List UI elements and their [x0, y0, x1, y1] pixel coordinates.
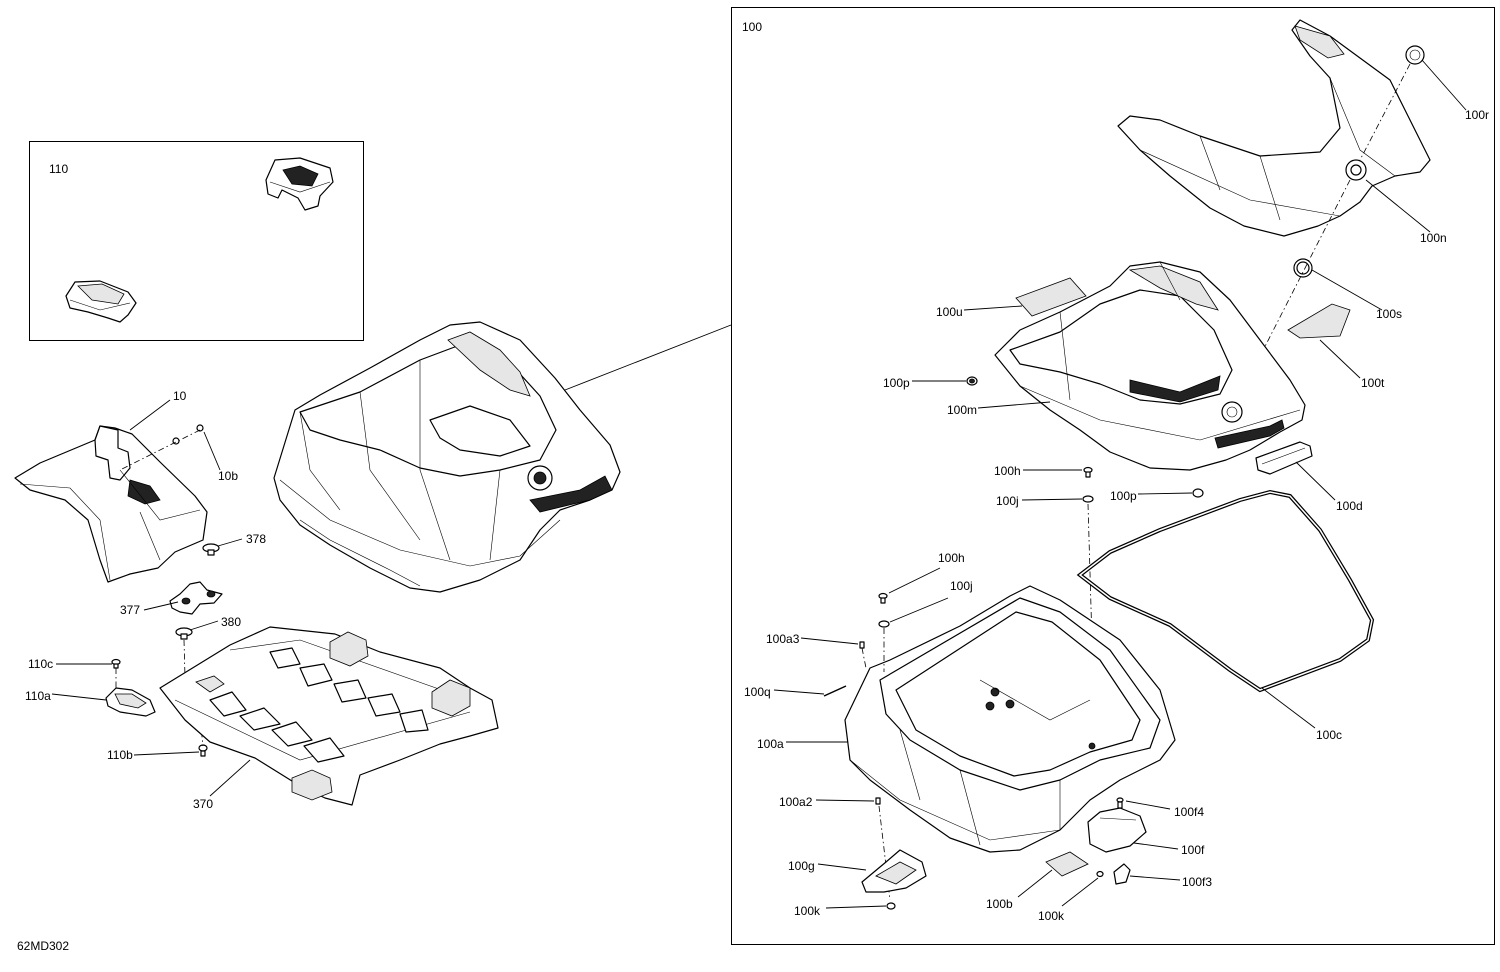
callout-110b: 110b — [107, 748, 133, 762]
callout-100r: 100r — [1465, 108, 1490, 122]
plate-handles — [195, 631, 471, 801]
callout-100q: 100q — [744, 685, 771, 699]
part-100p-grommet-left — [966, 376, 978, 386]
part-100d-handle — [1255, 441, 1313, 475]
part-377-clamp — [169, 581, 223, 615]
drawing-number: 62MD302 — [17, 939, 70, 953]
part-100j-washer-left — [878, 620, 890, 628]
part-100k-nut-right — [1096, 870, 1104, 878]
part-110-handle-top — [265, 157, 334, 211]
callout-100s: 100s — [1376, 307, 1403, 321]
callout-370: 370 — [193, 797, 214, 811]
callout-100a2: 100a2 — [779, 795, 813, 809]
callout-100h-left: 100h — [938, 551, 965, 565]
callout-100p-left: 100p — [883, 376, 910, 390]
inset-100-title: 100 — [742, 20, 763, 34]
callout-100k-left: 100k — [794, 904, 821, 918]
callout-100a: 100a — [757, 737, 784, 751]
part-100h-screw-left — [878, 592, 888, 604]
callout-377: 377 — [120, 603, 141, 617]
part-10b-screw — [196, 424, 204, 432]
callout-100f4: 100f4 — [1174, 805, 1205, 819]
callout-100b: 100b — [986, 897, 1013, 911]
callout-100n: 100n — [1420, 231, 1447, 245]
part-assembled-case — [273, 321, 621, 593]
part-100r-emblem — [1405, 45, 1425, 65]
callout-100f3: 100f3 — [1182, 875, 1213, 889]
part-110a-handle — [105, 687, 156, 717]
part-100a2-rivet — [875, 797, 881, 805]
callout-100h-top: 100h — [994, 464, 1021, 478]
part-100h-screw-top — [1083, 466, 1093, 478]
callout-100j-left: 100j — [950, 579, 973, 593]
part-100t-decal — [1287, 303, 1351, 339]
part-380-screw — [175, 627, 193, 640]
callout-100c: 100c — [1316, 728, 1343, 742]
plate-cutouts — [209, 647, 429, 763]
part-100n-top-cover — [1117, 19, 1431, 237]
part-100m-lid — [994, 261, 1306, 471]
part-100u-decal — [1015, 277, 1087, 317]
callout-100m: 100m — [947, 403, 978, 417]
callout-100t: 100t — [1361, 376, 1385, 390]
callout-380: 380 — [221, 615, 242, 629]
callout-100k-right: 100k — [1038, 909, 1065, 923]
callout-100u: 100u — [936, 305, 963, 319]
callout-10: 10 — [173, 389, 187, 403]
inset-frame-100 — [731, 7, 1495, 945]
part-100f-latch-module — [1087, 807, 1147, 853]
part-100b-pad — [1045, 851, 1089, 877]
part-100p-grommet-right — [1192, 488, 1204, 498]
part-378-screw — [202, 543, 220, 556]
inset-100-connector — [564, 324, 732, 391]
callout-110a: 110a — [25, 689, 51, 703]
part-100f4-screw — [1116, 797, 1124, 809]
part-110-handle-bottom — [65, 280, 137, 323]
part-100g-latch — [861, 849, 927, 893]
part-100s-ring — [1293, 258, 1313, 278]
part-370-base-plate — [159, 626, 499, 806]
callout-378: 378 — [246, 532, 267, 546]
callout-100a3: 100a3 — [766, 632, 800, 646]
inset-frame-110 — [29, 141, 364, 341]
part-110c-screw — [111, 658, 121, 669]
callout-100p-right: 100p — [1110, 489, 1137, 503]
part-100k-nut-left — [886, 902, 896, 910]
callout-100g: 100g — [788, 859, 815, 873]
callout-100d: 100d — [1336, 499, 1363, 513]
part-100q-pin — [823, 685, 847, 697]
part-110b-screw — [198, 744, 208, 757]
callout-100j-top: 100j — [996, 494, 1019, 508]
inset-110-title: 110 — [49, 162, 69, 176]
part-100j-washer-top — [1082, 495, 1094, 503]
callout-10b: 10b — [218, 469, 239, 483]
callout-100f: 100f — [1181, 843, 1205, 857]
part-10-cover — [14, 425, 208, 583]
leader-lines — [51, 59, 1467, 909]
callout-110c: 110c — [28, 657, 54, 671]
part-100c-seal — [1076, 489, 1375, 693]
part-100f3-sensor — [1113, 863, 1131, 885]
part-100a-storage-box — [844, 585, 1176, 853]
